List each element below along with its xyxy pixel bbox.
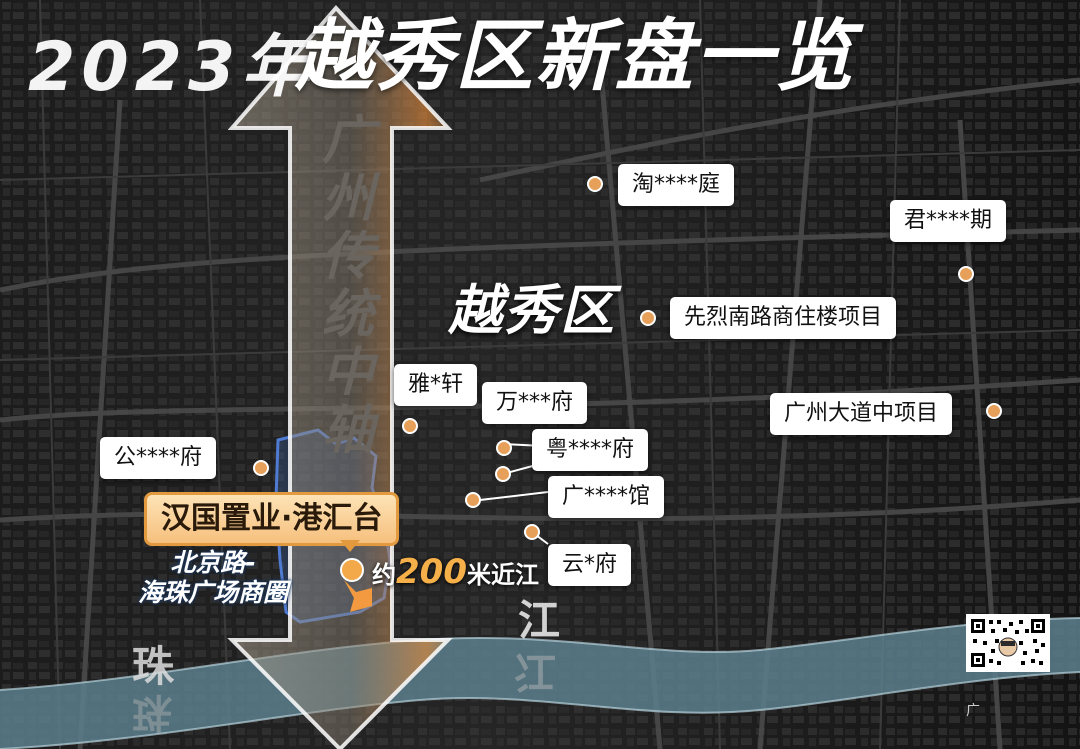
project-label[interactable]: 雅*轩 — [394, 364, 478, 406]
project-label[interactable]: 万***府 — [482, 382, 588, 424]
commerce-circle-line2: 海珠广场商圈 — [138, 578, 289, 607]
central-axis-arrow — [227, 5, 453, 749]
commerce-circle-label: 北京路- 海珠广场商圈 — [138, 548, 288, 608]
title-year: 2023年 — [28, 28, 316, 107]
project-label[interactable]: 公****府 — [100, 437, 217, 479]
district-label: 越秀区 — [448, 279, 616, 342]
footer-text: 广 — [966, 703, 994, 719]
project-marker[interactable] — [402, 418, 418, 434]
title-block: 2023年 越秀区新盘一览 — [0, 6, 1080, 106]
distance-note: 约200米近江 — [372, 554, 539, 593]
project-marker[interactable] — [524, 524, 540, 540]
project-label[interactable]: 淘****庭 — [618, 164, 735, 206]
distance-number: 200 — [396, 552, 467, 592]
axis-char: 统 — [321, 285, 374, 345]
project-marker[interactable] — [986, 403, 1002, 419]
project-marker[interactable] — [495, 466, 511, 482]
central-axis-label: 广 州 传 统 中 轴 — [306, 112, 390, 460]
axis-char: 轴 — [321, 401, 374, 461]
river-label: 江 — [518, 596, 561, 645]
distance-suffix: 米近江 — [466, 561, 539, 589]
project-label[interactable]: 广****馆 — [548, 476, 665, 518]
project-label[interactable]: 君****期 — [890, 200, 1007, 242]
featured-project-marker[interactable] — [340, 558, 364, 582]
axis-char: 州 — [321, 169, 374, 229]
river-label-left: 珠 — [132, 642, 175, 691]
project-label[interactable]: 云*府 — [548, 544, 632, 586]
commerce-circle-line1: 北京路- — [170, 548, 256, 577]
project-label[interactable]: 先烈南路商住楼项目 — [670, 297, 897, 339]
project-marker[interactable] — [640, 310, 656, 326]
river — [0, 618, 1080, 749]
project-label[interactable]: 粤****府 — [532, 429, 649, 471]
project-marker[interactable] — [587, 176, 603, 192]
page-title: 越秀区新盘一览 — [295, 12, 856, 102]
distance-prefix: 约 — [372, 561, 396, 589]
featured-label-pointer — [340, 540, 360, 552]
axis-char: 传 — [321, 227, 374, 287]
project-marker[interactable] — [253, 460, 269, 476]
featured-project-label[interactable]: 汉国置业·港汇台 — [144, 492, 400, 546]
project-marker[interactable] — [958, 266, 974, 282]
project-marker[interactable] — [465, 492, 481, 508]
project-marker[interactable] — [496, 440, 512, 456]
orange-direction-arrow — [344, 580, 372, 612]
river-label-left-reflection: 珠 — [132, 689, 172, 735]
axis-char: 广 — [321, 111, 374, 171]
river-label-reflection: 江 — [514, 647, 557, 696]
project-label[interactable]: 广州大道中项目 — [770, 393, 953, 435]
qr-code-image — [969, 617, 1047, 669]
qr-code[interactable] — [966, 614, 1050, 672]
axis-char: 中 — [321, 343, 374, 403]
